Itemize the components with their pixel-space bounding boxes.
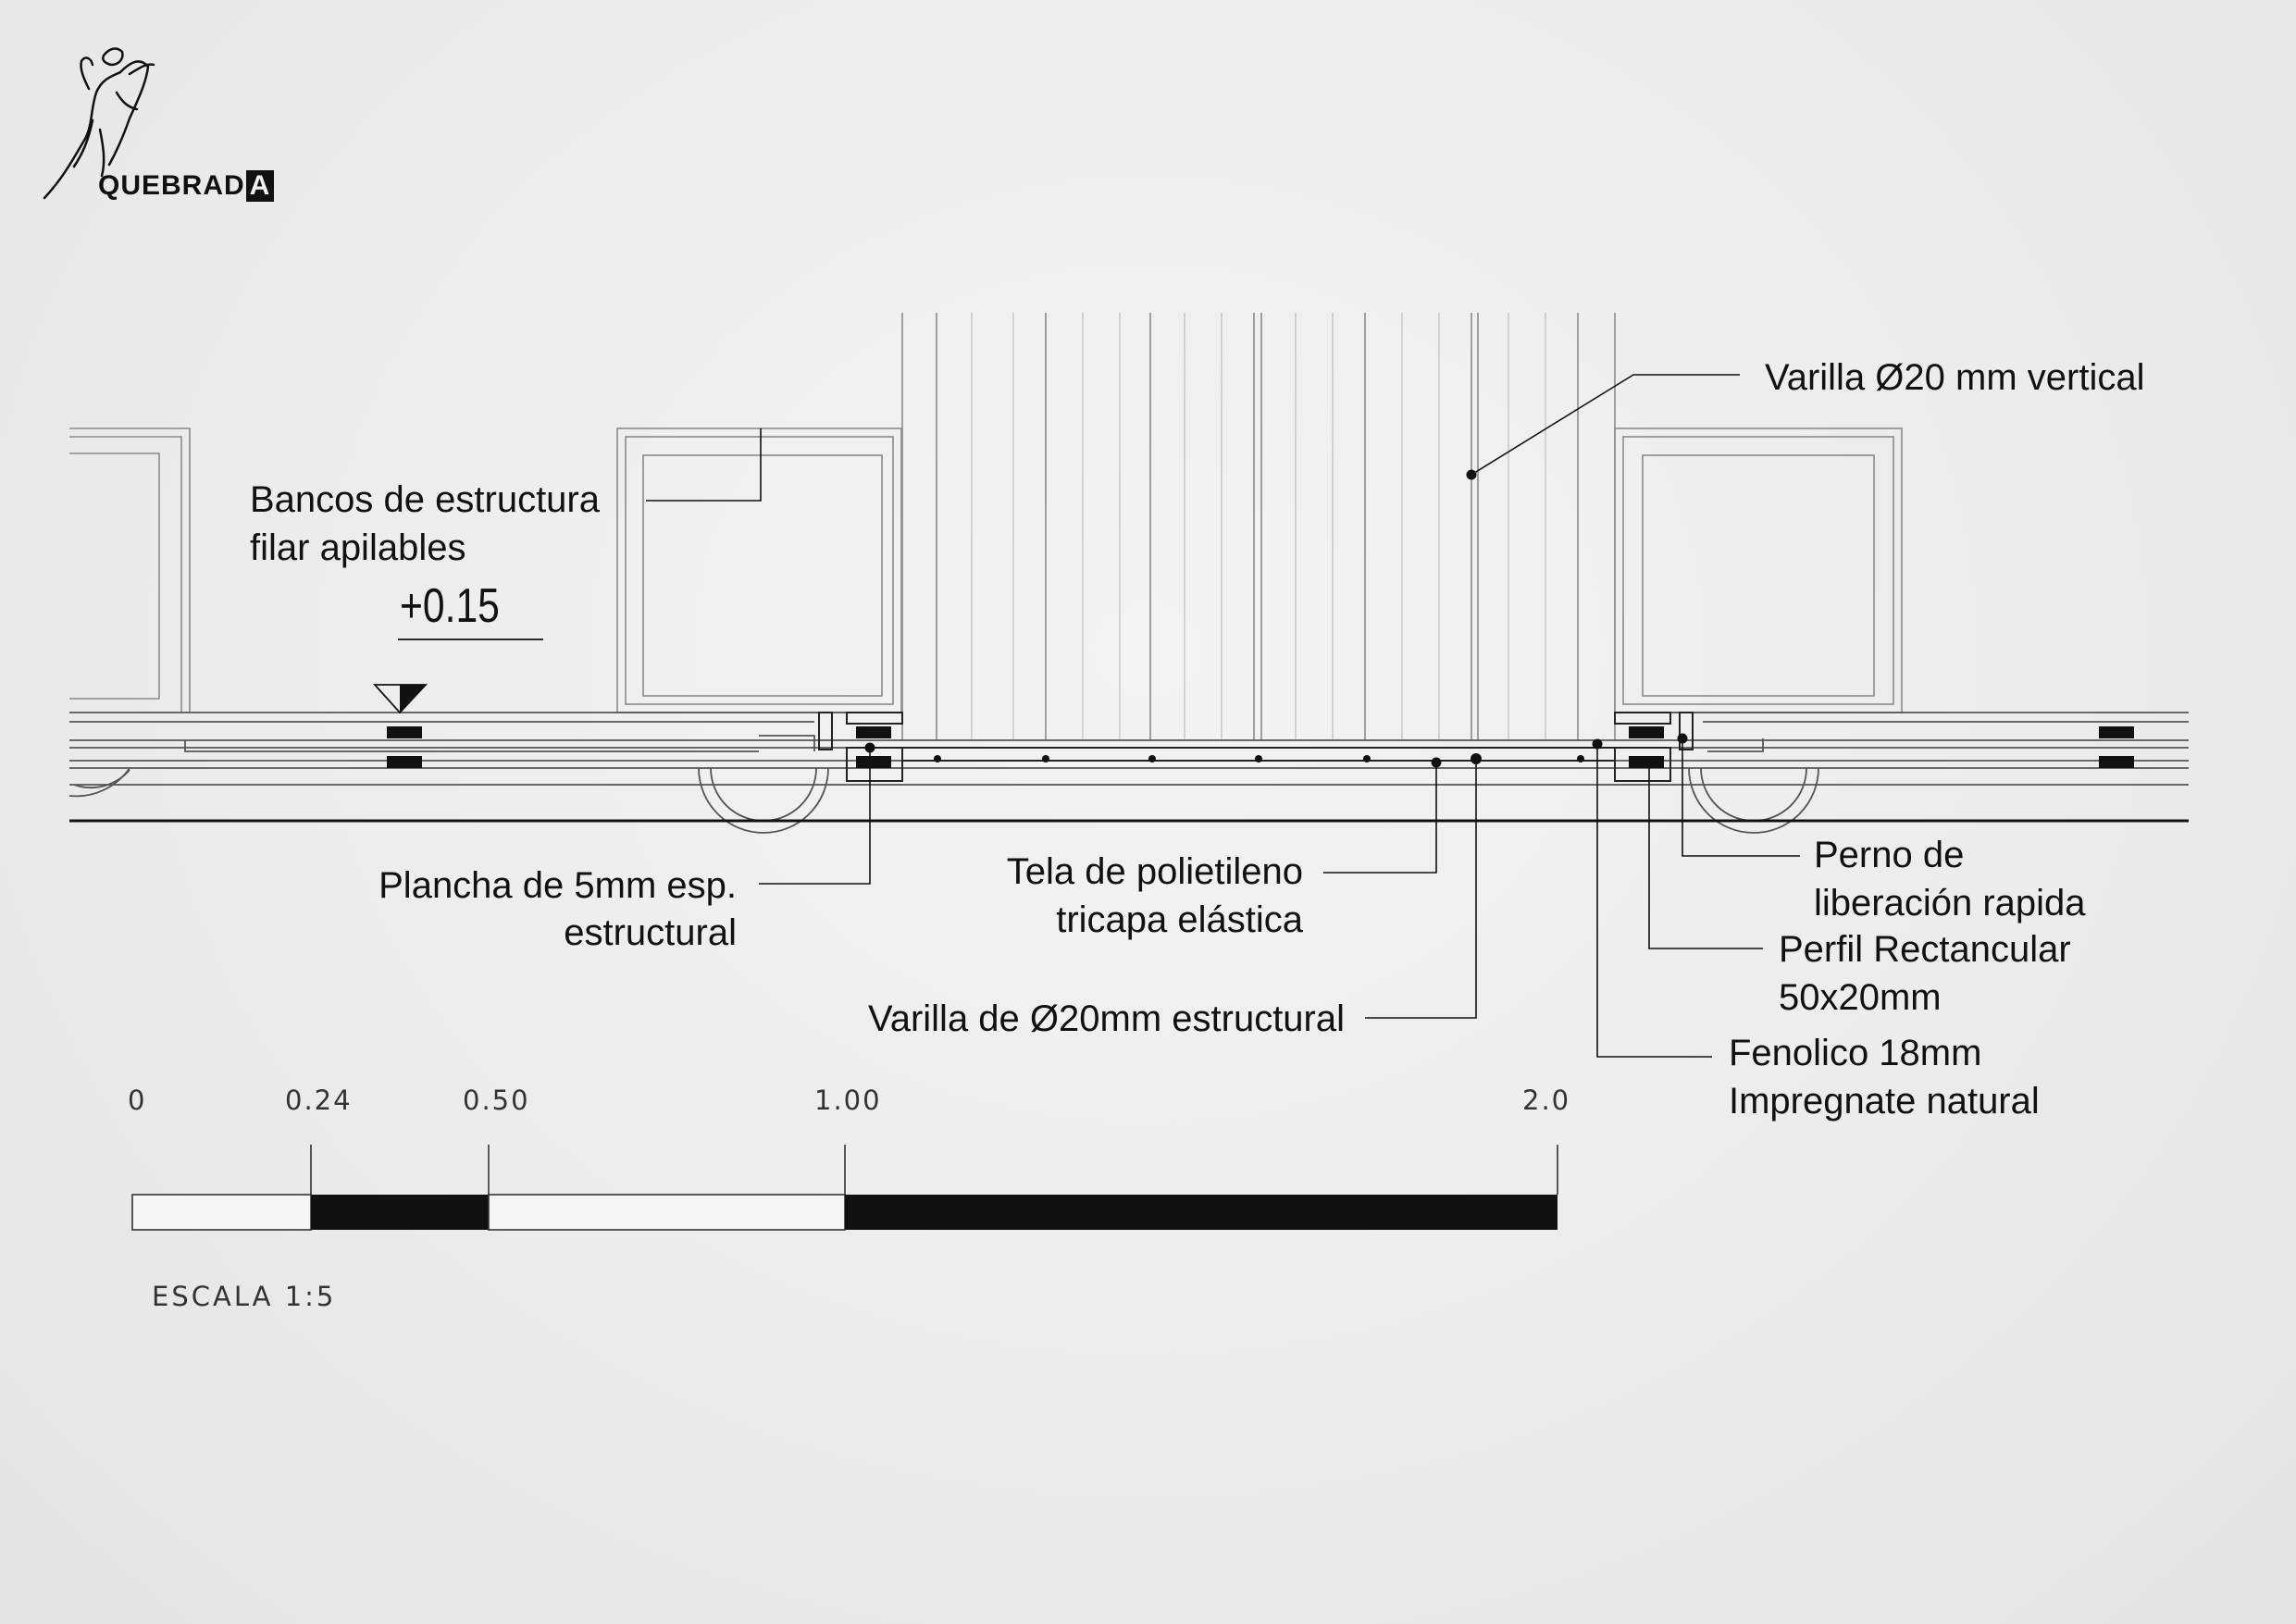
label-perfil-line1: Perfil Rectancular	[1779, 929, 2071, 970]
label-fenolico-line1: Fenolico 18mm	[1729, 1033, 1982, 1073]
label-varilla-estructural: Varilla de Ø20mm estructural	[868, 998, 1345, 1039]
label-plancha-line2: estructural	[564, 912, 737, 953]
label-perno-line2: liberación rapida	[1814, 883, 2086, 924]
scale-tick-0: 0	[128, 1085, 147, 1116]
label-perfil-line2: 50x20mm	[1779, 977, 1942, 1018]
scale-tick-4: 2.0	[1522, 1085, 1571, 1116]
label-plancha-line1: Plancha de 5mm esp.	[379, 865, 737, 906]
label-bancos-line2: filar apilables	[250, 527, 466, 568]
brand-text-last: A	[245, 170, 275, 202]
label-varilla-vertical: Varilla Ø20 mm vertical	[1765, 357, 2145, 398]
scale-title: ESCALA 1:5	[152, 1281, 337, 1312]
level-marker-icon	[372, 638, 543, 714]
scale-tick-1: 0.24	[285, 1085, 353, 1116]
label-bancos-line1: Bancos de estructura	[250, 479, 600, 520]
scale-bar	[131, 1145, 1558, 1231]
level-label: +0.15	[400, 579, 500, 633]
label-perno-line1: Perno de	[1814, 835, 1965, 875]
brand-text: QUEBRAD	[98, 170, 245, 201]
label-fenolico-line2: Impregnate natural	[1729, 1081, 2040, 1122]
dancer-sketch-icon	[43, 47, 155, 200]
label-tela-line2: tricapa elástica	[1056, 899, 1303, 940]
label-tela-line1: Tela de polietileno	[1006, 851, 1303, 892]
scale-tick-3: 1.00	[814, 1085, 882, 1116]
scale-tick-2: 0.50	[463, 1085, 530, 1116]
